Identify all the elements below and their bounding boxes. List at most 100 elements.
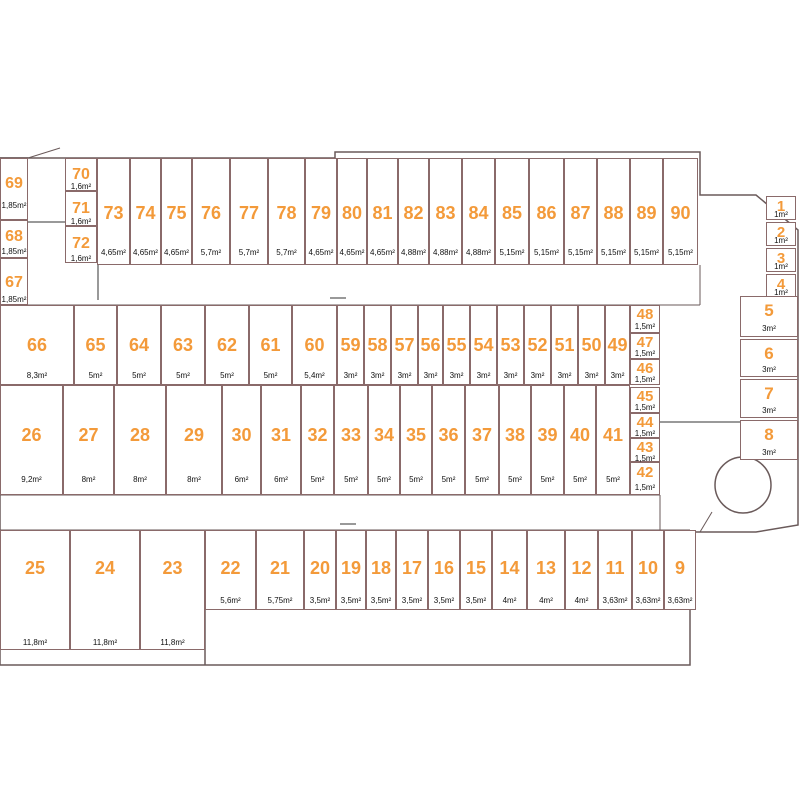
unit-number: 74 [135,203,156,223]
unit-area: 11,8m² [22,638,48,647]
unit-number: 19 [340,558,362,578]
unit-area: 1,6m² [70,254,92,263]
unit-area: 3,63m² [602,596,628,605]
unit-number: 8 [764,425,774,444]
unit-number: 64 [128,335,150,355]
unit-area: 3m² [476,371,491,380]
unit-area: 1,85m² [1,247,27,256]
unit-number: 9 [674,558,685,578]
